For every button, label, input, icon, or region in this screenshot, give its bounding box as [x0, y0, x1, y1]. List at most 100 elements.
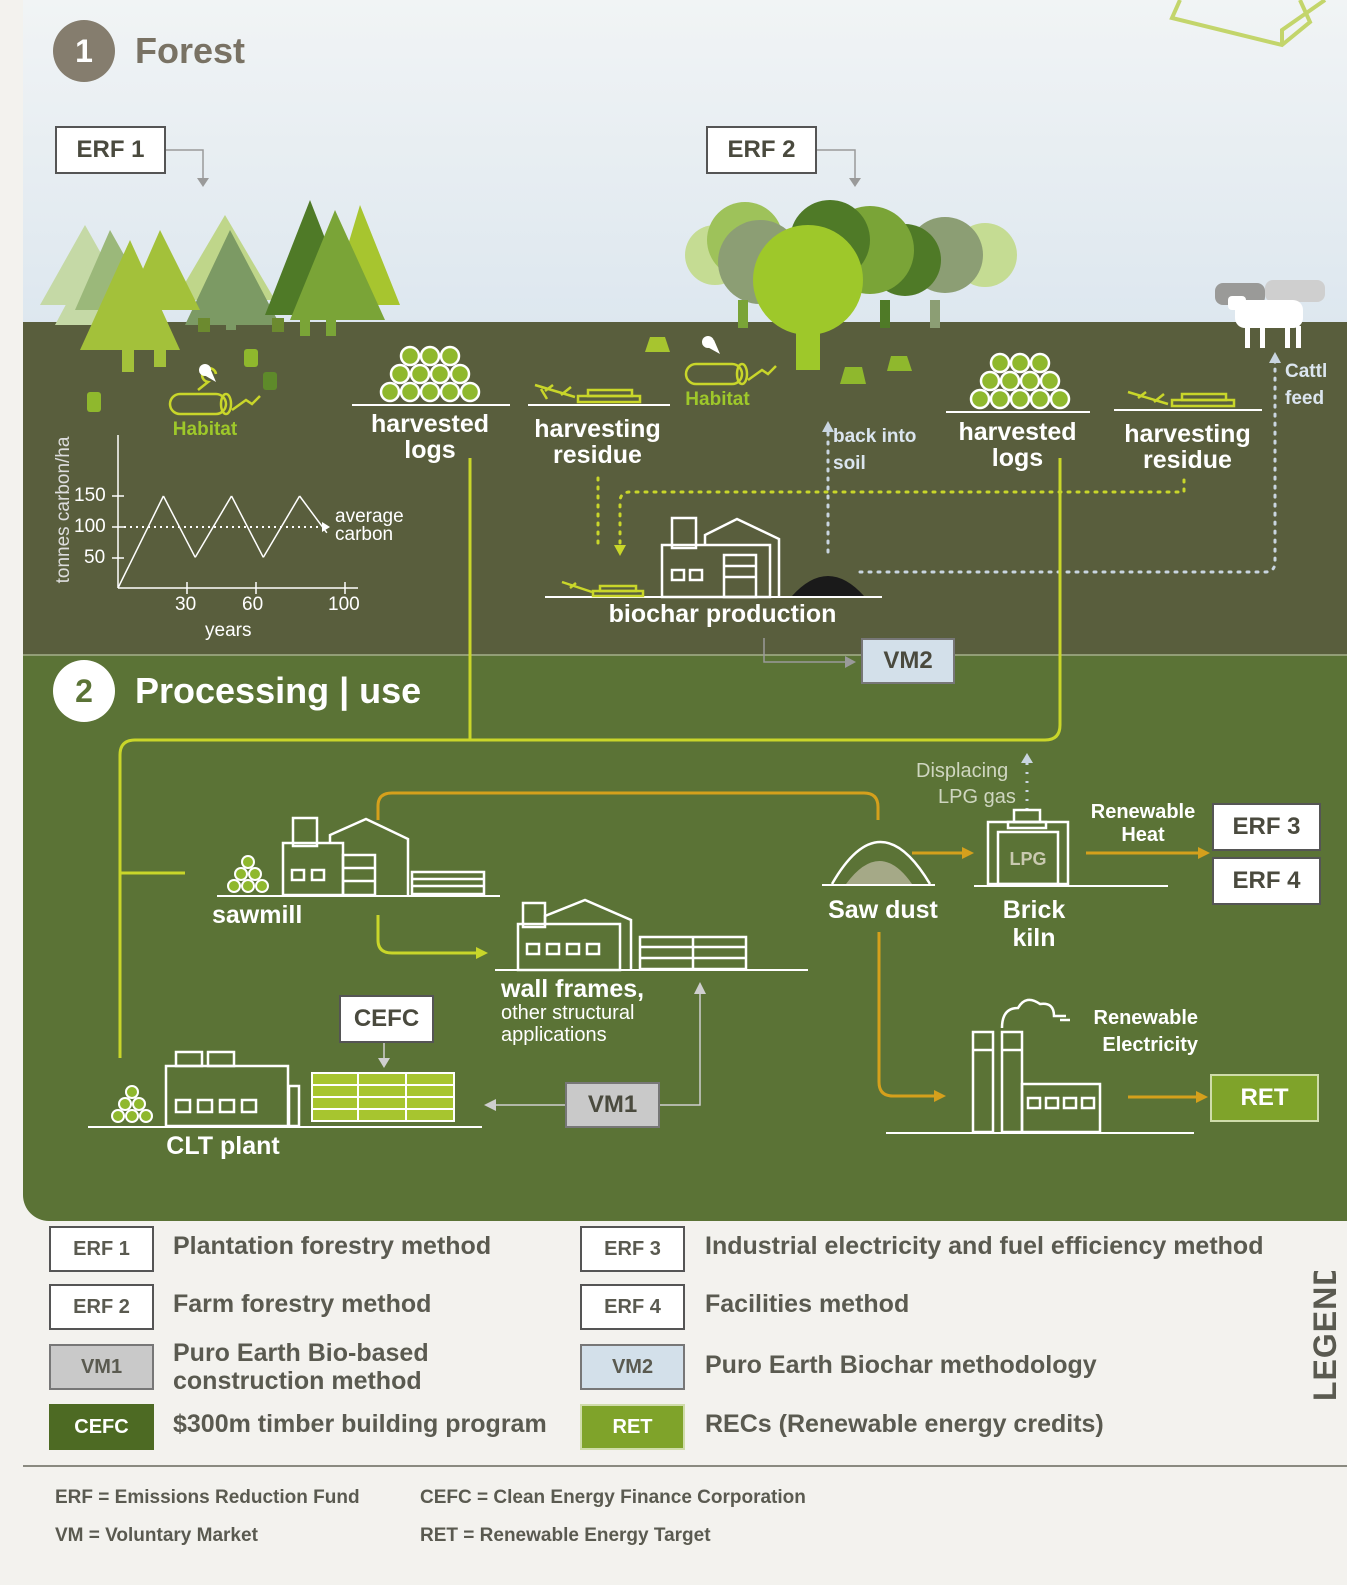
clt-panels	[311, 1072, 455, 1122]
biochar-label: biochar production	[608, 600, 837, 628]
footnote-ret: RET = Renewable Energy Target	[420, 1525, 711, 1546]
carbon-line-segment	[162, 495, 196, 558]
footnote-cefc: CEFC = Clean Energy Finance Corporation	[420, 1487, 806, 1508]
sawmill-label: sawmill	[212, 901, 303, 929]
habitat-log-2	[684, 362, 777, 386]
forest-panel	[23, 0, 1347, 655]
log-flows	[118, 458, 1062, 1058]
erf1-tag: ERF 1	[55, 126, 166, 174]
renewable-heat-label-2: Heat	[1121, 824, 1165, 846]
bird-icon-2	[702, 336, 720, 354]
footnote-erf: ERF = Emissions Reduction Fund	[55, 1487, 360, 1508]
habitat-log-1	[168, 366, 261, 416]
footnote-vm: VM = Voluntary Market	[55, 1525, 258, 1546]
harvested-logs-label-1: harvested logs	[370, 410, 490, 465]
sawdust-pile	[822, 840, 935, 886]
crate-icon	[1169, 0, 1327, 48]
carbon-line-segment	[194, 495, 233, 558]
clt-logs	[111, 1085, 153, 1123]
lpg-label: LPG	[1009, 849, 1047, 869]
biochar-factory	[660, 516, 781, 599]
wall-frames-building	[516, 898, 748, 972]
sawmill-building	[281, 816, 486, 897]
log-pile-2	[969, 352, 1071, 410]
mini-chart-ylabel: tonnes carbon/ha	[53, 436, 75, 584]
legend-tag-vm1: VM1	[49, 1344, 154, 1390]
biochar-pile	[792, 576, 864, 596]
brick-kiln	[986, 808, 1070, 886]
section-1-title: Forest	[135, 30, 246, 71]
xtick-100: 100	[328, 594, 360, 615]
ytick-50: 50	[84, 547, 106, 568]
habitat-label-2: Habitat	[685, 389, 750, 410]
legend-desc-ret: RECs (Renewable energy credits)	[705, 1410, 1104, 1438]
pine-trees	[40, 200, 400, 412]
displacing-label-1: Displacing	[916, 760, 1009, 782]
xtick-30: 30	[175, 594, 197, 615]
vm2-tag: VM2	[861, 638, 955, 684]
carbon-line-segment	[117, 495, 165, 589]
average-carbon-label-2: carbon	[335, 524, 394, 545]
mini-chart-xlabel: years	[205, 620, 252, 641]
residue-pile-2	[1127, 390, 1236, 408]
mini-chart-series	[117, 495, 328, 589]
erf2-tag: ERF 2	[706, 126, 817, 174]
cattle-feed-label-1: Cattl	[1285, 361, 1328, 382]
vm1-tag: VM1	[565, 1082, 660, 1128]
erf4-tag: ERF 4	[1212, 857, 1321, 905]
wall-frames-sub-label-2: applications	[501, 1024, 607, 1046]
legend-tag-cefc: CEFC	[49, 1404, 154, 1450]
residue-pile-1	[534, 383, 642, 404]
ytick-150: 150	[74, 485, 106, 506]
section-2-number: 2	[53, 660, 115, 722]
footer-divider	[23, 1465, 1347, 1467]
sawdust-flows	[376, 791, 1200, 1099]
saw-dust-label: Saw dust	[828, 896, 938, 924]
legend-tag-vm2: VM2	[580, 1344, 685, 1390]
carbon-line-segment	[230, 495, 264, 558]
carbon-line-segment	[262, 495, 301, 558]
legend-desc-erf4: Facilities method	[705, 1290, 910, 1318]
legend-tag-erf3: ERF 3	[580, 1226, 685, 1272]
average-carbon-label-1: average	[335, 506, 404, 527]
harvesting-residue-label-2: harvesting residue	[1124, 420, 1251, 475]
harvesting-residue-label-1: harvesting residue	[534, 415, 661, 470]
legend-desc-erf3: Industrial electricity and fuel efficien…	[705, 1232, 1264, 1260]
brick-kiln-label-2: kiln	[1012, 924, 1056, 952]
carbon-line-segment	[298, 495, 328, 534]
sawmill-logs	[227, 855, 269, 893]
xtick-60: 60	[242, 594, 264, 615]
log-pile-1	[379, 345, 481, 403]
section-1-number: 1	[53, 20, 115, 82]
cattle-feed-label-2: feed	[1285, 388, 1325, 409]
ground	[23, 322, 1347, 655]
harvested-logs-label-2: harvested logs	[958, 418, 1077, 473]
cefc-tag: CEFC	[339, 995, 434, 1043]
forest-background	[23, 0, 1347, 655]
back-into-soil-label-2: soil	[833, 453, 866, 474]
legend-desc-vm2: Puro Earth Biochar methodology	[705, 1351, 1097, 1379]
habitat-label-1: Habitat	[172, 419, 238, 440]
cattle-icon	[1215, 280, 1325, 348]
legend-tag-erf1: ERF 1	[49, 1226, 154, 1272]
renewable-heat-label-1: Renewable	[1090, 801, 1196, 823]
brick-kiln-label-1: Brick	[1002, 896, 1066, 924]
renewable-electricity-label-1: Renewable	[1093, 1007, 1198, 1029]
clt-plant-building	[164, 1050, 301, 1128]
dotted-flows	[596, 360, 1277, 574]
bird-icon-1	[199, 364, 216, 382]
legend-desc-erf1: Plantation forestry method	[173, 1232, 492, 1260]
wall-frames-sub-label-1: other structural	[501, 1002, 635, 1024]
wall-frames-label: wall frames,	[501, 975, 645, 1003]
legend-title: LEGEND	[1307, 1271, 1343, 1401]
clt-plant-label: CLT plant	[166, 1132, 280, 1160]
legend-tag-ret: RET	[580, 1404, 685, 1450]
erf3-tag: ERF 3	[1212, 803, 1321, 851]
residue-pile-biochar	[561, 580, 645, 598]
legend-tag-erf2: ERF 2	[49, 1284, 154, 1330]
mini-chart-axes	[112, 435, 358, 594]
legend-tag-erf4: ERF 4	[580, 1284, 685, 1330]
legend-desc-vm1: Puro Earth Bio-based construction method	[173, 1339, 429, 1395]
legend-desc-erf2: Farm forestry method	[173, 1290, 432, 1318]
